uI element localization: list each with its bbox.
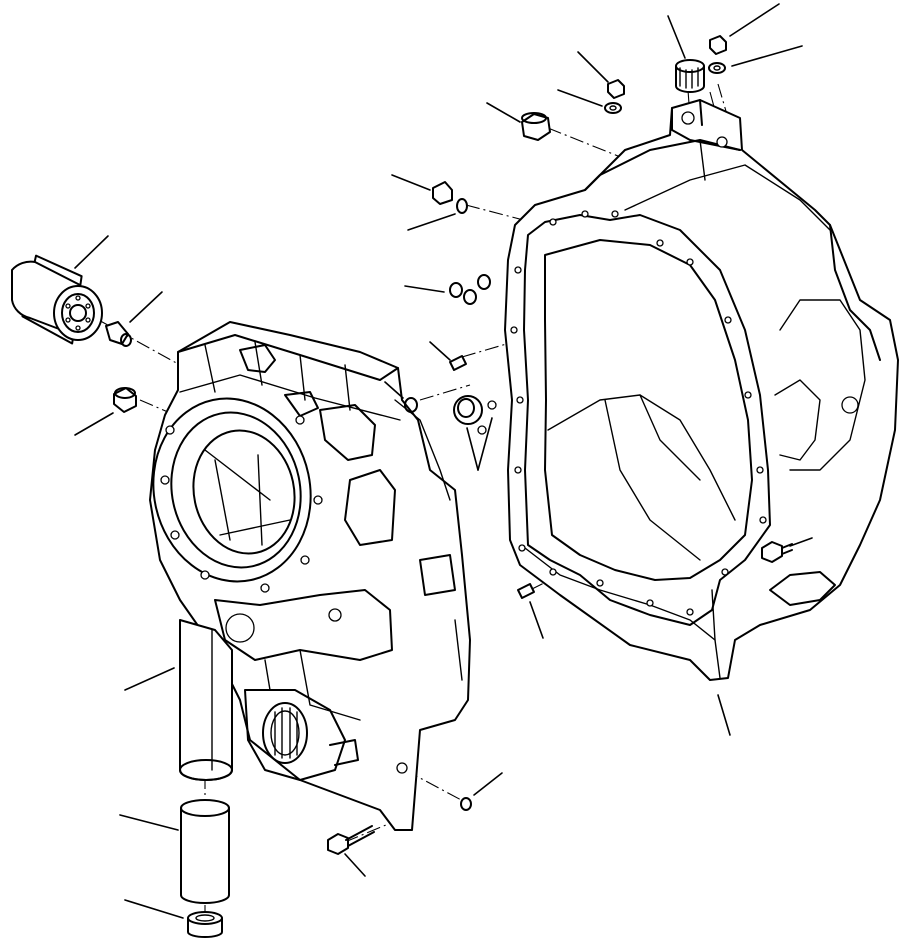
plug-left	[113, 387, 137, 413]
flange-holes	[510, 210, 767, 616]
dowel-pin-upper	[449, 355, 467, 371]
dowel-pin-lower	[517, 583, 535, 599]
small-plug-top	[607, 35, 727, 99]
dowel-pin-bottom	[460, 797, 472, 811]
o-ring-pair	[449, 274, 491, 305]
filter-holes	[65, 295, 91, 331]
plug-with-washer	[453, 395, 497, 435]
oil-filter-cartridge	[11, 254, 103, 345]
front-cover-housing	[149, 321, 471, 831]
leader-lines	[74, 3, 813, 919]
breather-plug	[432, 181, 468, 214]
rear-transmission-case	[504, 99, 899, 681]
o-ring-single	[404, 397, 418, 413]
cap	[187, 911, 223, 938]
sleeve	[180, 799, 230, 904]
side-plug-right	[761, 541, 793, 563]
bolt-bottom	[327, 825, 375, 855]
washer-top	[604, 62, 726, 114]
suction-tube-assembly	[179, 619, 233, 781]
filter-nipple	[105, 321, 132, 347]
vent-cap	[675, 59, 705, 93]
top-plug	[521, 112, 551, 141]
